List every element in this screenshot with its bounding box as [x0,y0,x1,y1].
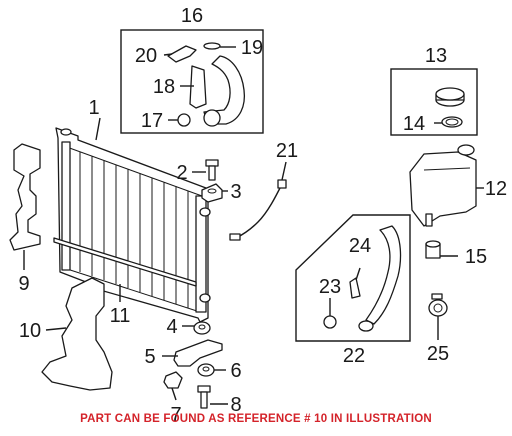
callout-13: 13 [425,45,447,67]
callout-19: 19 [241,37,263,59]
callout-8: 8 [230,394,241,416]
bushing-3 [201,183,223,203]
callout-24: 24 [349,235,371,257]
callout-22: 22 [343,345,365,367]
callout-20: 20 [135,45,157,67]
nut-7 [163,371,183,389]
callout-12: 12 [485,178,507,200]
air-deflector-lower [41,277,113,391]
callout-7: 7 [170,404,181,426]
callout-25: 25 [427,343,449,365]
hose-group-22 [323,225,402,332]
reference-note: PART CAN BE FOUND AS REFERENCE # 10 IN I… [80,413,432,425]
callout-3: 3 [230,181,241,203]
callout-14: 14 [403,113,425,135]
mount-bracket-5 [173,339,223,367]
hose-clamp-25 [428,293,448,317]
callout-15: 15 [465,246,487,268]
hose-fitting-15 [425,240,441,259]
callout-1: 1 [88,97,99,119]
leader-lines [23,46,484,405]
group-box-22 [295,214,411,342]
callout-21: 21 [276,140,298,162]
bolt-2 [205,159,219,181]
grommet-6 [197,363,215,377]
expansion-tank [409,144,477,227]
bolt-8 [197,385,211,409]
callout-9: 9 [18,273,29,295]
callout-4: 4 [166,316,177,338]
callout-10: 10 [19,320,41,342]
radiator-seal-strip [53,237,197,287]
callout-6: 6 [230,360,241,382]
hose-group-16 [167,42,246,127]
air-deflector-upper [9,143,41,251]
callout-5: 5 [144,346,155,368]
cap-group-13 [435,87,465,128]
grommet-4 [193,321,211,335]
group-box-13 [390,68,478,136]
callout-23: 23 [319,276,341,298]
callout-16: 16 [181,5,203,27]
callout-11: 11 [110,305,131,327]
callout-2: 2 [176,162,187,184]
callout-17: 17 [141,110,163,132]
callout-18: 18 [153,76,175,98]
group-box-16 [120,29,264,134]
